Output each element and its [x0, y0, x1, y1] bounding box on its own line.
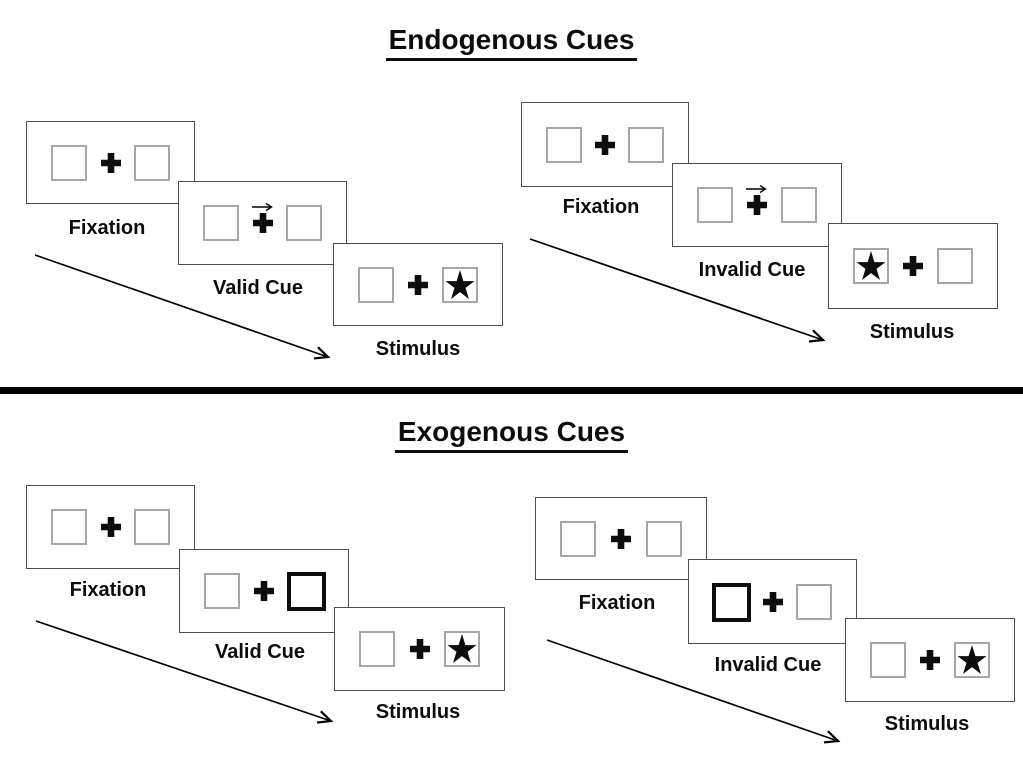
right-box [442, 266, 478, 303]
stimulus-panel [334, 607, 505, 691]
highlighted-cue-box [712, 582, 751, 622]
exogenous-title-text: Exogenous Cues [394, 416, 629, 453]
panel-label: Invalid Cue [698, 259, 806, 281]
right-box [134, 144, 170, 181]
timeline-arrow-icon [34, 254, 331, 360]
panel-label: Valid Cue [212, 277, 304, 299]
fixation-cross-icon [100, 517, 121, 537]
panel-label: Stimulus [375, 701, 461, 723]
fixation-panel [535, 497, 707, 580]
fixation-cross-icon [100, 152, 121, 173]
panel-label: Fixation [68, 217, 146, 239]
panel-label: Stimulus [884, 713, 970, 735]
fixation-cross-icon [611, 528, 631, 549]
fixation-cross-icon [254, 581, 274, 601]
right-box [286, 205, 322, 241]
timeline-arrow-icon [546, 639, 841, 744]
right-box [646, 520, 682, 557]
fixation-cross-icon [762, 591, 783, 612]
arrow-cue-icon [251, 202, 273, 212]
panel-label: Stimulus [375, 338, 461, 360]
fixation-cross-icon [747, 195, 767, 215]
valid-cue-panel [179, 549, 349, 633]
left-box [358, 266, 394, 303]
right-box [796, 583, 832, 620]
fixation-panel [26, 121, 195, 204]
right-box [954, 642, 990, 678]
section-divider [0, 387, 1023, 394]
star-icon [856, 251, 886, 280]
exogenous-section-title: Exogenous Cues [0, 416, 1023, 453]
left-box [51, 144, 87, 181]
fixation-cross-icon [903, 256, 923, 276]
endogenous-title-text: Endogenous Cues [385, 24, 638, 61]
left-box [853, 248, 889, 284]
left-box [203, 205, 239, 241]
right-box [628, 126, 664, 163]
panel-label: Invalid Cue [714, 654, 822, 676]
highlighted-cue-box [287, 572, 326, 611]
panel-label: Valid Cue [214, 641, 306, 663]
left-box [870, 642, 906, 678]
right-box [937, 248, 973, 284]
panel-label: Stimulus [869, 321, 955, 343]
stimulus-panel [845, 618, 1015, 702]
left-box [359, 631, 395, 667]
fixation-cross-icon [595, 134, 615, 155]
timeline-arrow-icon [529, 238, 826, 343]
panel-label: Fixation [578, 592, 656, 614]
star-icon [447, 634, 477, 663]
stimulus-panel [333, 243, 503, 326]
fixation-panel [26, 485, 195, 569]
left-box [546, 126, 582, 163]
right-box [444, 631, 480, 667]
star-icon [957, 645, 987, 674]
right-box [781, 187, 817, 223]
left-box [204, 573, 240, 609]
arrow-cue-icon [746, 184, 767, 194]
fixation-cross-icon [409, 639, 430, 659]
invalid-cue-panel [672, 163, 842, 247]
fixation-panel [521, 102, 689, 187]
valid-cue-panel [178, 181, 347, 265]
fixation-cross-icon [408, 274, 428, 295]
left-box [560, 520, 596, 557]
fixation-cross-icon [252, 213, 273, 233]
endogenous-section-title: Endogenous Cues [0, 24, 1023, 61]
left-box [697, 187, 733, 223]
stimulus-panel [828, 223, 998, 309]
panel-label: Fixation [562, 196, 640, 218]
timeline-arrow-icon [35, 620, 334, 724]
left-box [51, 509, 87, 545]
fixation-cross-icon [920, 650, 940, 670]
star-icon [445, 269, 475, 299]
right-box [134, 509, 170, 545]
panel-label: Fixation [69, 579, 147, 601]
invalid-cue-panel [688, 559, 857, 644]
